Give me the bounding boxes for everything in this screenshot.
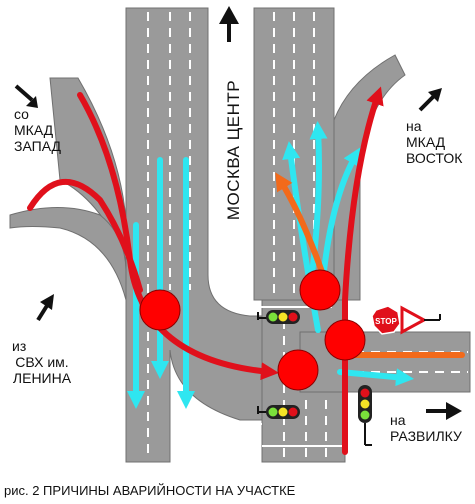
yield-sign — [400, 305, 441, 335]
label-mkad-west: со МКАД ЗАПАД — [14, 106, 61, 154]
label-mkad-east-line-1: на — [406, 118, 422, 134]
conflict-point-3 — [324, 319, 366, 361]
conflict-point-4 — [277, 349, 319, 391]
label-mkad-west-line-3: ЗАПАД — [14, 138, 61, 154]
label-razvilka: на РАЗВИЛКУ — [390, 412, 462, 444]
conflict-points — [139, 269, 366, 391]
danger-arrow-to-east — [342, 86, 384, 455]
danger-arrows — [27, 86, 384, 455]
traffic-light-lower — [257, 405, 300, 419]
conflict-point-2 — [299, 269, 341, 311]
label-svh-line-2: СВХ им. — [15, 354, 69, 370]
direction-arrow-to-razvilka-icon — [426, 402, 462, 420]
direction-arrow-from-svh-icon — [36, 294, 54, 322]
direction-arrow-north-icon — [219, 6, 239, 42]
label-mkad-west-line-1: со — [14, 106, 29, 122]
direction-arrow-from-west-icon — [14, 84, 38, 108]
label-svh: из СВХ им. ЛЕНИНА — [2, 338, 82, 386]
label-svh-line-3: ЛЕНИНА — [12, 370, 72, 386]
label-razvilka-line-2: РАЗВИЛКУ — [390, 428, 462, 444]
flow-arrow-nb-1 — [307, 121, 328, 293]
danger-arrow-from-svh — [27, 179, 143, 293]
traffic-light-vertical — [358, 385, 372, 446]
figure-caption: рис. 2 ПРИЧИНЫ АВАРИЙНОСТИ НА УЧАСТКЕ — [4, 483, 296, 498]
label-moscow-center: МОСКВА ЦЕНТР — [219, 70, 249, 230]
direction-arrow-to-east-icon — [418, 88, 442, 112]
road-ramp-svh — [9, 207, 127, 301]
traffic-light-upper — [257, 310, 300, 324]
conflict-point-1 — [139, 289, 181, 331]
stop-sign-label: STOP — [375, 317, 397, 326]
direction-arrows — [14, 6, 462, 420]
label-mkad-east-line-3: ВОСТОК — [406, 150, 463, 166]
label-mkad-east-line-2: МКАД — [406, 134, 446, 150]
label-svh-line-1: из — [12, 338, 27, 354]
label-razvilka-line-1: на — [390, 412, 406, 428]
label-mkad-east: на МКАД ВОСТОК — [406, 118, 462, 166]
label-mkad-west-line-2: МКАД — [14, 122, 54, 138]
flow-arrow-east — [337, 368, 414, 387]
stop-sign: STOP — [371, 305, 401, 335]
label-moscow-center-text: МОСКВА ЦЕНТР — [224, 79, 243, 221]
